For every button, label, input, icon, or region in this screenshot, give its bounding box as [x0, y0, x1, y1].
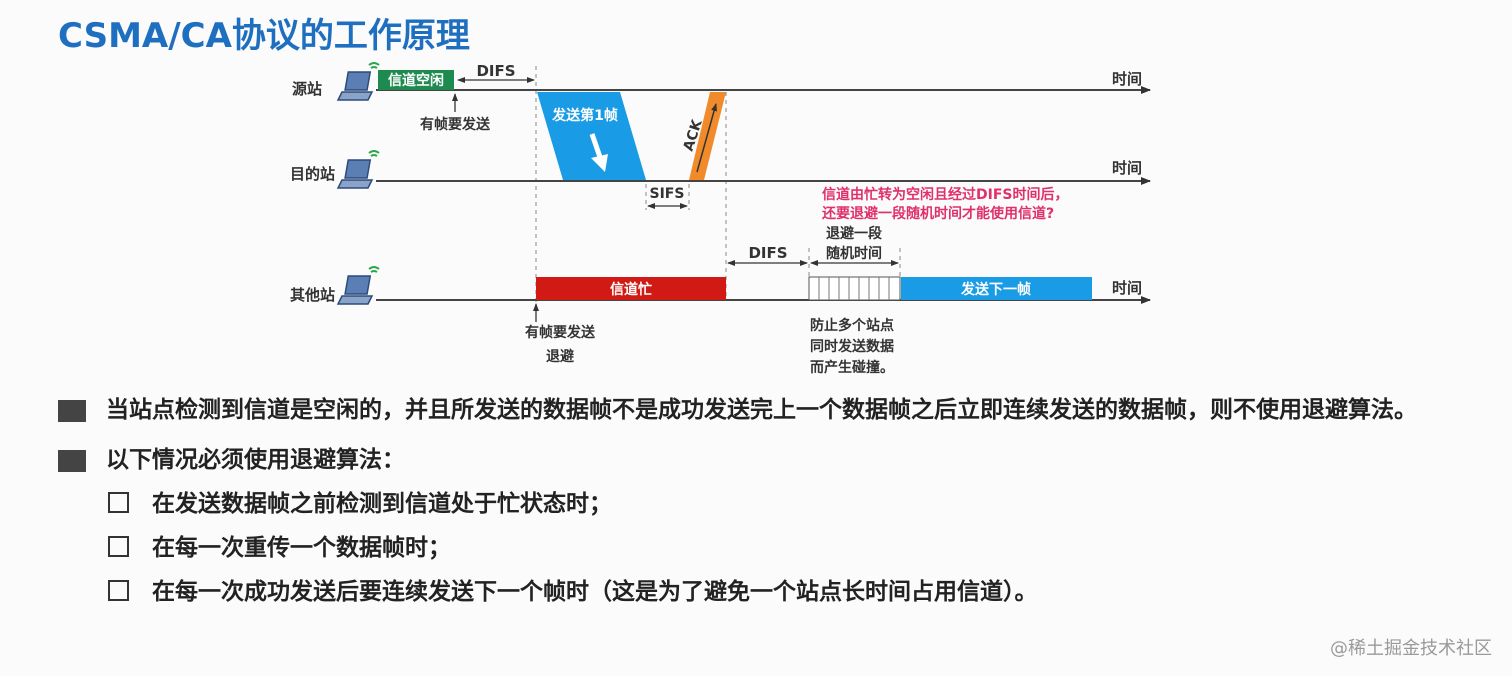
difs-label-bottom: DIFS	[748, 244, 787, 262]
bullet-item: 以下情况必须使用退避算法：	[56, 442, 1496, 478]
bullet-list: 当站点检测到信道是空闲的，并且所发送的数据帧不是成功发送完上一个数据帧之后立即连…	[56, 392, 1496, 614]
down-arrow-icon	[589, 133, 608, 172]
destination-time-label: 时间	[1112, 159, 1142, 177]
csma-ca-timing-diagram: 源站 时间 信道空闲 DIFS 有帧要发送 发送第1帧 ACK 目的站	[290, 62, 1151, 376]
other-station-label: 其他站	[290, 286, 335, 304]
backoff-random-label-2: 随机时间	[826, 245, 882, 262]
sub-bullet-text: 在每一次成功发送后要连续发送下一个帧时（这是为了避免一个站点长时间占用信道）。	[152, 579, 1038, 605]
prevent-collision-line-3: 而产生碰撞。	[810, 359, 894, 376]
channel-busy-box	[536, 277, 726, 300]
question-annotation-line-2: 还要退避一段随机时间才能使用信道?	[821, 205, 1054, 222]
laptop-icon	[336, 150, 380, 189]
square-bullet-icon	[58, 400, 86, 422]
backoff-label: 退避	[546, 348, 574, 365]
backoff-random-label-1: 退避一段	[826, 225, 882, 242]
destination-station-label: 目的站	[290, 165, 335, 183]
checkbox-bullet-icon	[108, 492, 129, 513]
other-time-label: 时间	[1112, 279, 1142, 297]
ack-transmission: ACK	[681, 92, 726, 180]
other-station-row: 其他站 时间 信道忙 发送下一帧 有帧要发送 退避 防止多个站点 同时发送数据	[290, 266, 1151, 376]
prevent-collision-line-2: 同时发送数据	[810, 338, 894, 355]
has-frame-label-top: 有帧要发送	[420, 116, 491, 133]
watermark: @稀土掘金技术社区	[1330, 638, 1492, 659]
laptop-icon	[336, 266, 380, 305]
square-bullet-icon	[58, 450, 86, 472]
sub-bullet-item: 在每一次成功发送后要连续发送下一个帧时（这是为了避免一个站点长时间占用信道）。	[56, 570, 1496, 614]
sub-bullet-item: 在发送数据帧之前检测到信道处于忙状态时；	[56, 482, 1496, 526]
send-next-frame-label: 发送下一帧	[960, 281, 1031, 298]
send-frame-1-label: 发送第1帧	[551, 107, 618, 124]
prevent-collision-line-1: 防止多个站点	[810, 317, 894, 334]
bullet-text: 以下情况必须使用退避算法：	[106, 447, 405, 473]
sifs-label: SIFS	[650, 186, 685, 202]
send-next-frame-box	[901, 277, 1092, 300]
laptop-icon	[336, 62, 380, 101]
sub-bullet-text: 在每一次重传一个数据帧时；	[152, 535, 451, 561]
source-station-row: 源站 时间 信道空闲 DIFS 有帧要发送	[292, 62, 1151, 133]
checkbox-bullet-icon	[108, 580, 129, 601]
sub-bullet-item: 在每一次重传一个数据帧时；	[56, 526, 1496, 570]
page-title: CSMA/CA协议的工作原理	[58, 16, 470, 56]
difs-label-top: DIFS	[476, 62, 515, 80]
frame-1-transmission: 发送第1帧	[537, 92, 646, 180]
channel-idle-label: 信道空闲	[388, 72, 444, 89]
source-station-label: 源站	[292, 80, 322, 98]
backoff-slots	[808, 276, 901, 301]
destination-station-row: 目的站 时间 SIFS	[290, 150, 1151, 209]
bullet-text: 当站点检测到信道是空闲的，并且所发送的数据帧不是成功发送完上一个数据帧之后立即连…	[106, 397, 1417, 423]
question-annotation-line-1: 信道由忙转为空闲且经过DIFS时间后，	[822, 186, 1068, 203]
checkbox-bullet-icon	[108, 536, 129, 557]
channel-idle-box	[378, 70, 454, 90]
channel-busy-label: 信道忙	[610, 281, 652, 298]
source-time-label: 时间	[1112, 70, 1142, 88]
bullet-item: 当站点检测到信道是空闲的，并且所发送的数据帧不是成功发送完上一个数据帧之后立即连…	[56, 392, 1512, 428]
sub-bullet-text: 在发送数据帧之前检测到信道处于忙状态时；	[152, 491, 612, 517]
has-frame-label-bottom: 有帧要发送	[525, 324, 596, 341]
